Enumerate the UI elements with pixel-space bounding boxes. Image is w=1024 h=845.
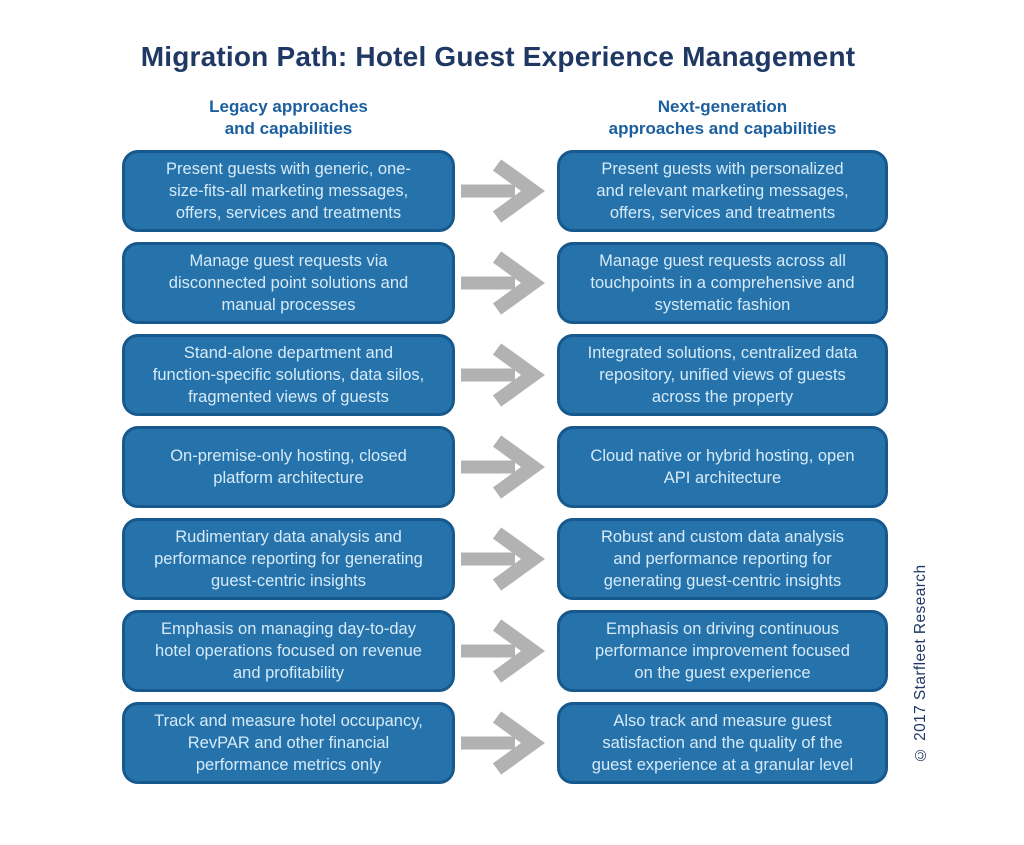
diagram-row: On-premise-only hosting, closed platform…	[122, 426, 888, 508]
legacy-box-1: Present guests with generic, one-size-fi…	[122, 150, 455, 232]
legacy-box-3: Stand-alone department and function-spec…	[122, 334, 455, 416]
next-gen-box-7: Also track and measure guest satisfactio…	[557, 702, 888, 784]
legacy-box-2: Manage guest requests via disconnected p…	[122, 242, 455, 324]
copyright-notice: © 2017 Starfleet Research	[912, 564, 929, 764]
right-arrow-icon	[455, 702, 557, 784]
right-arrow-icon	[455, 610, 557, 692]
right-arrow-icon	[455, 150, 557, 232]
column-header-next-generation: Next-generation approaches and capabilit…	[608, 97, 837, 138]
next-gen-box-6: Emphasis on driving continuous performan…	[557, 610, 888, 692]
right-arrow-icon	[455, 426, 557, 508]
page-title: Migration Path: Hotel Guest Experience M…	[140, 41, 856, 72]
diagram-row: Present guests with generic, one-size-fi…	[122, 150, 888, 232]
diagram-row: Rudimentary data analysis and performanc…	[122, 518, 888, 600]
next-gen-box-4: Cloud native or hybrid hosting, open API…	[557, 426, 888, 508]
legacy-box-6: Emphasis on managing day-to-day hotel op…	[122, 610, 455, 692]
next-gen-box-1: Present guests with personalized and rel…	[557, 150, 888, 232]
legacy-box-4: On-premise-only hosting, closed platform…	[122, 426, 455, 508]
diagram-row: Emphasis on managing day-to-day hotel op…	[122, 610, 888, 692]
diagram-row: Track and measure hotel occupancy, RevPA…	[122, 702, 888, 784]
column-header-legacy: Legacy approaches and capabilities	[209, 97, 368, 138]
next-gen-box-5: Robust and custom data analysis and perf…	[557, 518, 888, 600]
right-arrow-icon	[455, 518, 557, 600]
next-gen-box-3: Integrated solutions, centralized data r…	[557, 334, 888, 416]
legacy-box-7: Track and measure hotel occupancy, RevPA…	[122, 702, 455, 784]
diagram-row: Manage guest requests via disconnected p…	[122, 242, 888, 324]
legacy-box-5: Rudimentary data analysis and performanc…	[122, 518, 455, 600]
right-arrow-icon	[455, 334, 557, 416]
diagram-row: Stand-alone department and function-spec…	[122, 334, 888, 416]
right-arrow-icon	[455, 242, 557, 324]
diagram-rows: Present guests with generic, one-size-fi…	[122, 150, 888, 794]
next-gen-box-2: Manage guest requests across all touchpo…	[557, 242, 888, 324]
